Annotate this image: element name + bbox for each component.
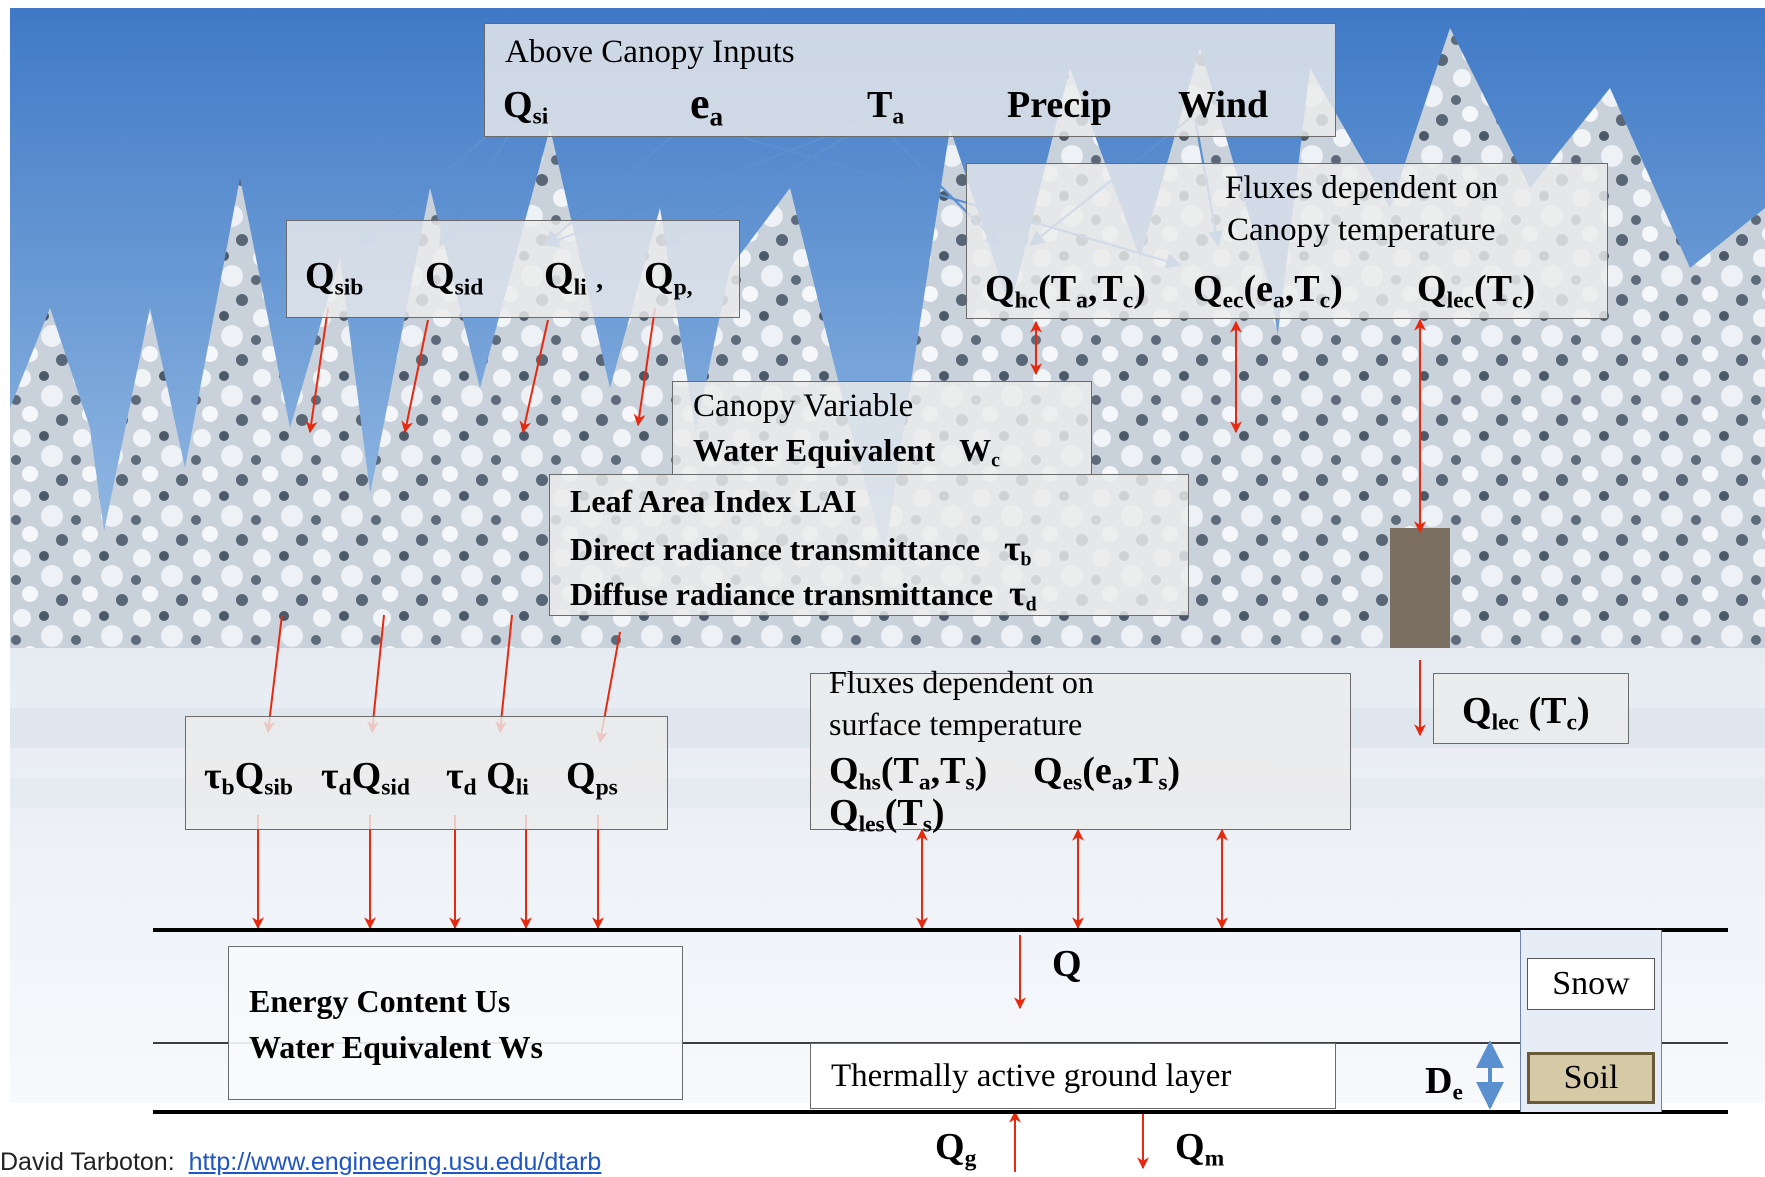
tau-d-q-sid-label: τdQsid bbox=[321, 755, 410, 801]
ground-layer-label: Thermally active ground layer bbox=[831, 1058, 1232, 1094]
q-les-label: Qles(Ts) bbox=[829, 792, 945, 838]
soil-legend: Soil bbox=[1527, 1052, 1655, 1104]
red-exchange-arrows bbox=[916, 318, 1426, 930]
canopy-variable-box: Canopy Variable Water Equivalent Wc bbox=[672, 381, 1092, 475]
canopy-temperature-fluxes-box: Fluxes dependent on Canopy temperature Q… bbox=[966, 163, 1608, 319]
t-a-label: Ta bbox=[867, 84, 905, 130]
energy-content-label: Energy Content Us bbox=[249, 983, 511, 1019]
leaf-area-index-label: Leaf Area Index LAI bbox=[570, 483, 857, 519]
q-ec-label: Qec(ea,Tc) bbox=[1193, 268, 1343, 314]
below-canopy-fluxes-box: τbQsib τdQsid τd Qli Qps bbox=[185, 716, 668, 830]
precip-label: Precip bbox=[1007, 84, 1112, 126]
canopy-input-fluxes-box: Qsib Qsid Qli , Qp, bbox=[286, 220, 740, 318]
tau-b-q-sib-label: τbQsib bbox=[204, 755, 293, 801]
red-flux-arrows bbox=[252, 307, 1426, 1172]
q-g-label: Qg bbox=[935, 1126, 977, 1172]
de-label: De bbox=[1425, 1060, 1463, 1106]
q-li-label: Qli , bbox=[544, 255, 604, 301]
q-net-label: Q bbox=[1052, 943, 1082, 985]
e-a-label: ea bbox=[690, 79, 724, 132]
credit-line: David Tarboton: http://www.engineering.u… bbox=[0, 1148, 601, 1177]
q-lec-ground-box: Qlec (Tc) bbox=[1433, 673, 1629, 744]
surface-fluxes-heading-2: surface temperature bbox=[829, 706, 1083, 742]
credit-link[interactable]: http://www.engineering.usu.edu/dtarb bbox=[188, 1148, 602, 1176]
q-lec-canopy-label: Qlec(Tc) bbox=[1417, 268, 1536, 314]
wind-label: Wind bbox=[1178, 84, 1269, 126]
q-lec-ground-label: Qlec (Tc) bbox=[1462, 690, 1590, 736]
q-ps-label: Qps bbox=[566, 755, 618, 801]
tau-d-q-li-label: τd Qli bbox=[446, 755, 529, 801]
above-canopy-inputs-box: Above Canopy Inputs Qsi ea Ta Precip Win… bbox=[484, 23, 1336, 137]
snow-legend: Snow bbox=[1527, 958, 1655, 1010]
canopy-variable-heading: Canopy Variable bbox=[693, 388, 914, 424]
canopy-fluxes-heading-1: Fluxes dependent on bbox=[1225, 170, 1499, 206]
q-hs-label: Qhs(Ta,Ts) bbox=[829, 750, 988, 796]
snow-water-equivalent-label: Water Equivalent Ws bbox=[249, 1029, 543, 1065]
ground-layer-box: Thermally active ground layer bbox=[810, 1043, 1336, 1109]
surface-temperature-fluxes-box: Fluxes dependent on surface temperature … bbox=[810, 666, 1351, 838]
q-sib-label: Qsib bbox=[305, 255, 364, 301]
surface-fluxes-heading-1: Fluxes dependent on bbox=[829, 664, 1094, 700]
q-es-label: Qes(ea,Ts) bbox=[1033, 750, 1181, 796]
above-canopy-title: Above Canopy Inputs bbox=[505, 34, 795, 70]
canopy-fluxes-heading-2: Canopy temperature bbox=[1227, 212, 1496, 248]
canopy-water-equivalent-label: Water Equivalent Wc bbox=[693, 432, 1000, 472]
q-sid-label: Qsid bbox=[425, 255, 484, 301]
q-m-label: Qm bbox=[1175, 1126, 1225, 1172]
diffuse-transmittance-label: Diffuse radiance transmittance τd bbox=[570, 573, 1037, 616]
canopy-parameters-box: Leaf Area Index LAI Direct radiance tran… bbox=[549, 474, 1189, 616]
snowpack-state-box: Energy Content Us Water Equivalent Ws bbox=[228, 946, 683, 1100]
q-p-label: Qp, bbox=[644, 255, 693, 301]
q-si-label: Qsi bbox=[503, 84, 549, 130]
credit-author: David Tarboton: bbox=[0, 1148, 175, 1176]
q-hc-label: Qhc(Ta,Tc) bbox=[985, 268, 1146, 314]
direct-transmittance-label: Direct radiance transmittance τb bbox=[570, 528, 1032, 571]
